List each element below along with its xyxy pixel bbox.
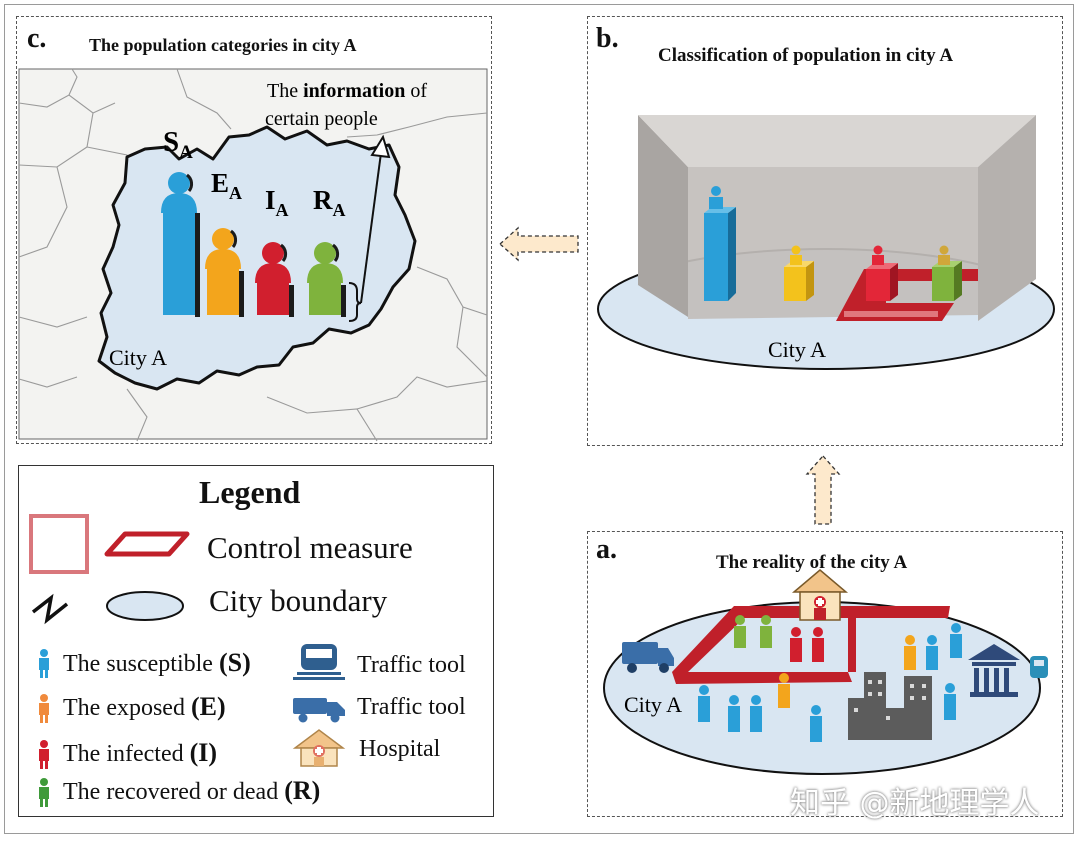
panel-b-title: Classification of population in city A (658, 45, 954, 66)
panel-b-letter: b. (596, 23, 619, 54)
legend: Legend Control measure City boundary The… (18, 465, 494, 817)
legend-item-recovered: The recovered or dead (R) (63, 776, 321, 805)
panel-b-figure-r (932, 245, 962, 301)
control-square-icon (29, 514, 89, 574)
arrow-b-to-c (499, 226, 579, 262)
info-text-line2: certain people (265, 108, 378, 130)
category-i-figure (255, 242, 294, 317)
panel-b-scene: City A (597, 115, 1055, 370)
panel-c: SA EA IA RA The information of certain p… (16, 16, 492, 444)
susceptible-person-icon (39, 649, 49, 678)
panel-a: City A a. The reality of the city A (587, 531, 1063, 817)
train-icon (293, 644, 345, 680)
panel-a-train-icon (1030, 656, 1048, 678)
legend-tool-icons (292, 644, 346, 767)
info-text-line1: The information of (267, 80, 427, 102)
panel-b-city-label: City A (768, 337, 826, 362)
panel-b: City A b. Classification of population i… (587, 16, 1063, 446)
legend-boundary-label: City boundary (209, 583, 388, 618)
panel-c-letter: c. (27, 23, 47, 54)
panel-c-city-label: City A (109, 345, 167, 370)
arrow-a-to-b (805, 455, 841, 525)
panel-a-buildings (848, 672, 932, 740)
label-ia: IA (265, 185, 289, 220)
legend-person-icons (39, 649, 49, 807)
category-e-figure (205, 228, 244, 317)
legend-item-susceptible: The susceptible (S) (63, 648, 251, 677)
label-ea: EA (211, 168, 242, 203)
panel-b-figure-i (866, 245, 898, 301)
figure-frame (4, 4, 1074, 834)
panel-b-figure-s (704, 186, 736, 301)
panel-a-hospital-icon (791, 569, 849, 621)
truck-icon (293, 698, 345, 723)
legend-symbols (29, 514, 190, 625)
boundary-line-icon (31, 593, 69, 625)
panel-a-city-label: City A (624, 692, 682, 717)
category-s-figure (161, 172, 200, 317)
label-sa: SA (163, 126, 193, 163)
legend-item-infected: The infected (I) (63, 738, 218, 767)
panel-b-figure-e (784, 245, 814, 301)
panel-c-map: SA EA IA RA The information of certain p… (18, 68, 488, 442)
panel-a-people (698, 615, 962, 742)
legend-tool-hospital-label: Hospital (359, 736, 441, 762)
panel-a-truck-icon (622, 642, 674, 673)
infected-person-icon (39, 740, 49, 769)
info-arrow (360, 152, 382, 304)
label-ra: RA (313, 185, 346, 220)
category-r-figure (307, 242, 346, 317)
legend-tool-truck-label: Traffic tool (357, 694, 466, 720)
recovered-person-icon (39, 778, 49, 807)
boundary-ellipse-icon (106, 591, 184, 621)
legend-control-label: Control measure (207, 530, 413, 565)
legend-title: Legend (199, 474, 301, 510)
panel-a-bank-icon (968, 644, 1020, 697)
hospital-icon (292, 729, 346, 767)
panel-a-title: The reality of the city A (716, 552, 908, 573)
panel-a-scene: City A (603, 569, 1048, 775)
watermark: 知乎 @新地理学人 (790, 786, 1040, 821)
control-fence-icon (104, 531, 190, 557)
exposed-person-icon (39, 694, 49, 723)
panel-c-title: The population categories in city A (89, 35, 357, 55)
panel-a-letter: a. (596, 534, 617, 565)
legend-item-exposed: The exposed (E) (63, 692, 226, 721)
legend-tool-train-label: Traffic tool (357, 652, 466, 678)
